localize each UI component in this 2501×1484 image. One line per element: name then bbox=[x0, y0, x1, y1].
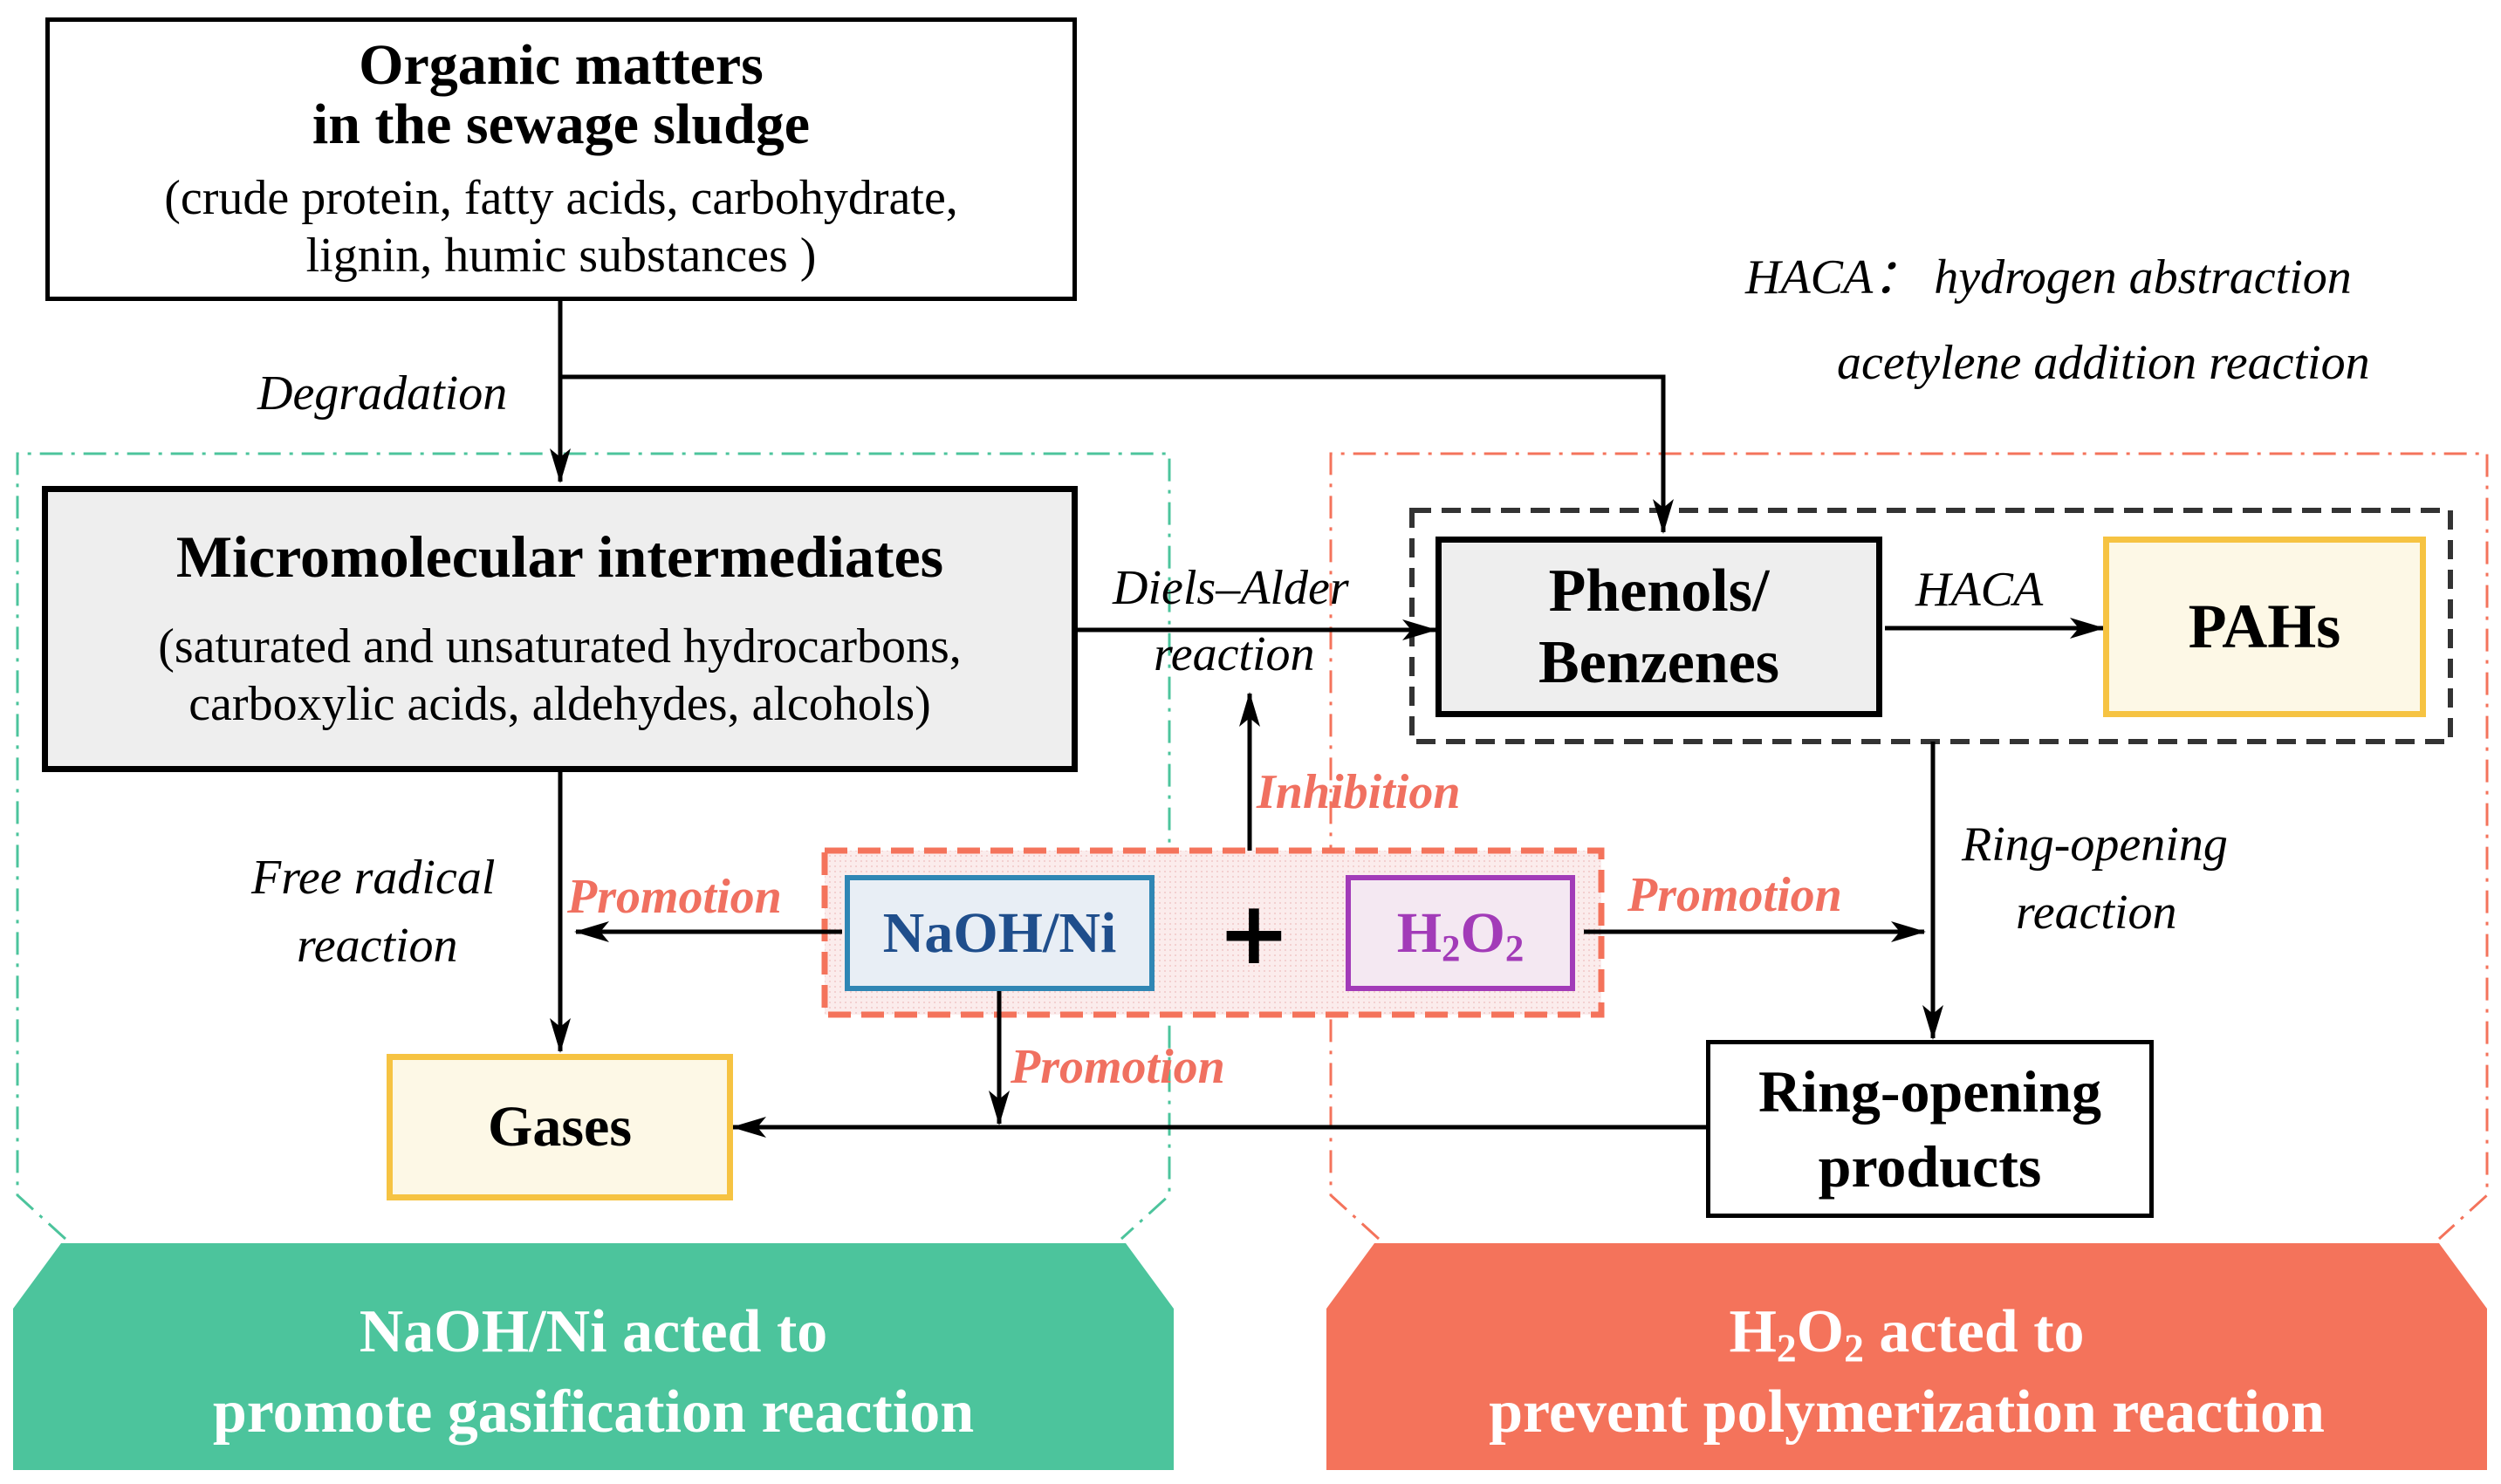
micro-detail-line2: carboxylic acids, aldehydes, alcohols) bbox=[188, 677, 931, 731]
ringprod-line2: products bbox=[1818, 1133, 2042, 1200]
right-region-outline bbox=[1329, 452, 2489, 1241]
h2o2-sub2: 2 bbox=[1504, 928, 1525, 970]
right-banner-shape bbox=[1326, 1243, 2487, 1470]
promotion-left-label: Promotion bbox=[567, 870, 782, 924]
degradation-label: Degradation bbox=[257, 366, 508, 421]
phenols-line1: Phenols/ bbox=[1548, 557, 1770, 625]
h2o2-o: O bbox=[1460, 900, 1505, 965]
left-banner-text: NaOH/Ni acted to promote gasification re… bbox=[13, 1274, 1174, 1470]
h2o2-box: H2O2 bbox=[1346, 875, 1575, 991]
micro-title: Micromolecular intermediates bbox=[175, 523, 944, 590]
haca-note-line2: acetylene addition reaction bbox=[1837, 336, 2370, 390]
diels-alder-label-line1: Diels–Alder bbox=[1113, 561, 1349, 615]
free-radical-label-line1: Free radical bbox=[251, 851, 496, 905]
h2o2-label: H2O2 bbox=[1397, 904, 1525, 968]
phenols-benzenes-box: Phenols/ Benzenes bbox=[1436, 537, 1882, 717]
right-banner-o: O bbox=[1796, 1297, 1845, 1365]
naoh-label: NaOH/Ni bbox=[882, 900, 1117, 965]
phenols-line2: Benzenes bbox=[1538, 628, 1780, 696]
left-region-outline bbox=[16, 452, 1171, 1241]
right-banner-h: H bbox=[1729, 1297, 1777, 1365]
promotion-right-label: Promotion bbox=[1627, 868, 1842, 922]
organic-detail-line2: lignin, humic substances ) bbox=[305, 228, 817, 283]
haca-arrow-label: HACA bbox=[1915, 563, 2044, 617]
arrow-to-phenols bbox=[560, 374, 1674, 534]
plus-sign: + bbox=[1217, 882, 1291, 984]
inhibition-label: Inhibition bbox=[1257, 765, 1461, 819]
diels-alder-label-line2: reaction bbox=[1154, 627, 1315, 681]
gases-box: Gases bbox=[387, 1054, 733, 1200]
h2o2-h: H bbox=[1396, 900, 1442, 965]
right-banner-text: H2O2 acted to prevent polymerization rea… bbox=[1326, 1274, 2487, 1470]
ring-opening-label-line2: reaction bbox=[2016, 886, 2177, 940]
ringprod-line1: Ring-opening bbox=[1758, 1058, 2101, 1125]
free-radical-label-line2: reaction bbox=[297, 919, 458, 973]
right-banner-line1: H2O2 acted to bbox=[1729, 1292, 2084, 1372]
promotion-bottom-label: Promotion bbox=[1011, 1040, 1225, 1094]
ring-opening-products-box: Ring-opening products bbox=[1706, 1040, 2154, 1218]
micro-detail-line1: (saturated and unsaturated hydrocarbons, bbox=[158, 619, 962, 674]
micromolecular-box: Micromolecular intermediates (saturated … bbox=[42, 486, 1078, 772]
ring-opening-label-line1: Ring-opening bbox=[1962, 817, 2228, 872]
left-banner-line1: NaOH/Ni acted to bbox=[359, 1297, 828, 1365]
gases-label: Gases bbox=[488, 1095, 632, 1159]
h2o2-sub1: 2 bbox=[1442, 928, 1461, 970]
organic-matters-box: Organic matters in the sewage sludge (cr… bbox=[45, 17, 1077, 301]
left-banner-shape bbox=[13, 1243, 1174, 1470]
right-banner-line2: prevent polymerization reaction bbox=[1489, 1378, 2325, 1446]
haca-note-line1: HACA： hydrogen abstraction bbox=[1745, 250, 2352, 304]
right-banner-sub2: 2 bbox=[1844, 1324, 1864, 1370]
right-banner-sub1: 2 bbox=[1776, 1324, 1797, 1370]
organic-title-line1: Organic matters bbox=[359, 32, 764, 97]
organic-detail-line1: (crude protein, fatty acids, carbohydrat… bbox=[164, 170, 958, 225]
right-banner-line1-rest: acted to bbox=[1863, 1297, 2085, 1365]
pahs-box: PAHs bbox=[2103, 537, 2426, 717]
pahs-label: PAHs bbox=[2188, 592, 2341, 661]
organic-title-line2: in the sewage sludge bbox=[312, 92, 811, 156]
left-banner-line2: promote gasification reaction bbox=[212, 1378, 975, 1446]
naoh-ni-box: NaOH/Ni bbox=[845, 875, 1155, 991]
